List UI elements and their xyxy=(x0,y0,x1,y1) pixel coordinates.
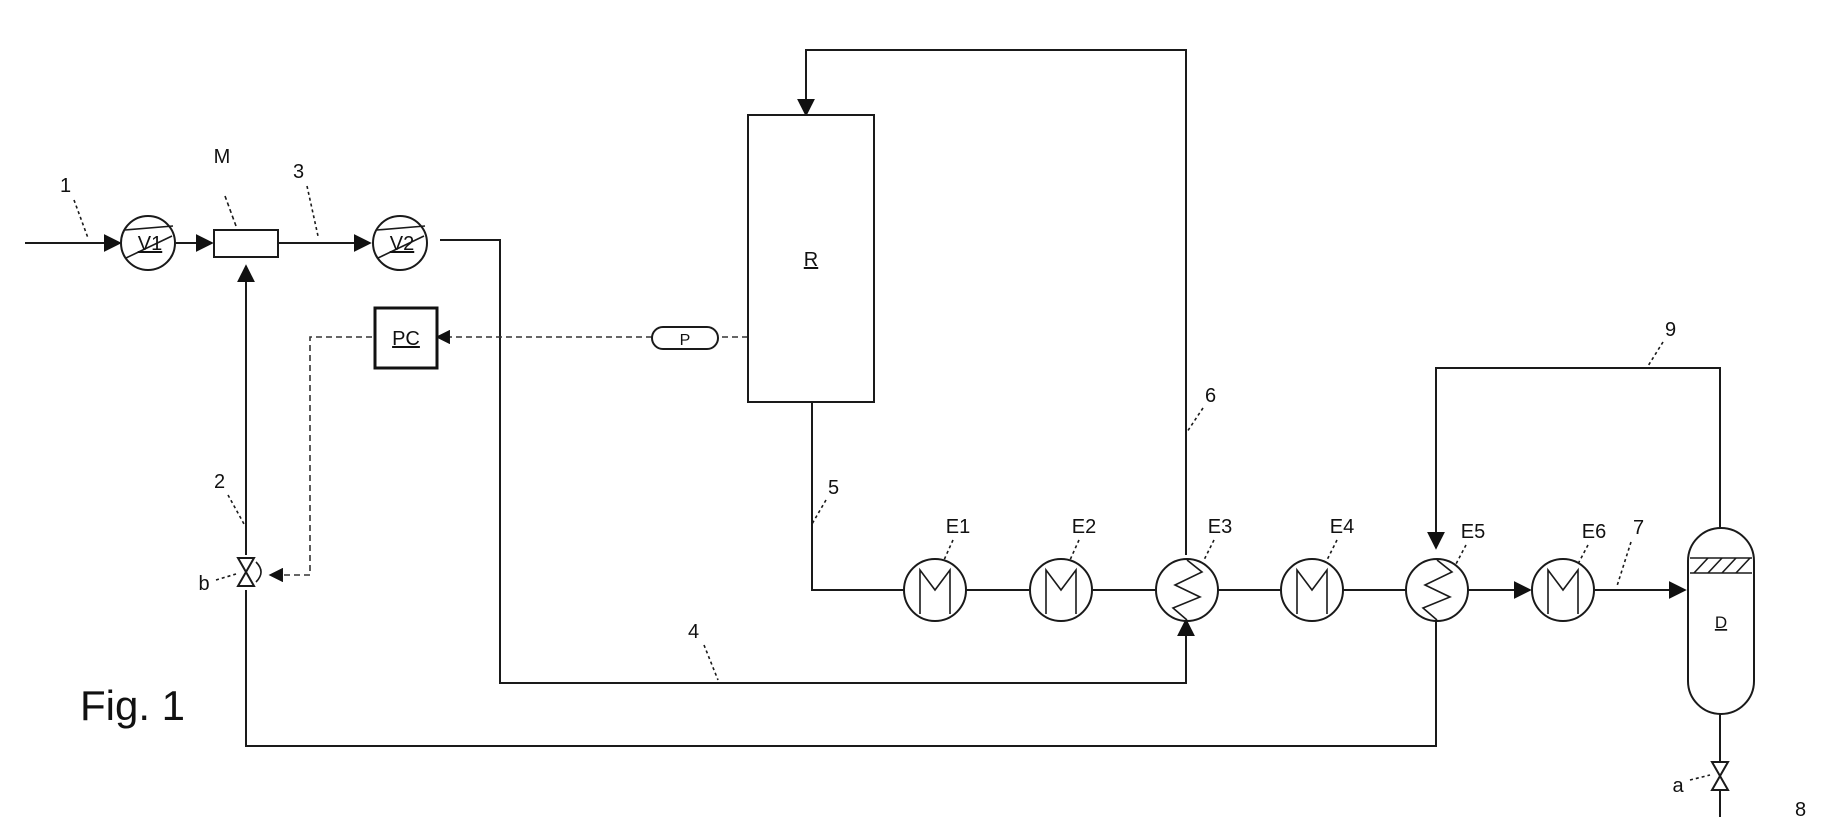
stream-5-line xyxy=(812,402,904,590)
signal-to-valve-line xyxy=(270,337,372,575)
exchanger-e4: E4 xyxy=(1281,516,1354,621)
valve-b: b xyxy=(198,558,261,595)
exchanger-e5: E5 xyxy=(1406,521,1485,621)
pressure-sensor: P xyxy=(652,327,718,349)
exchanger-e2: E2 xyxy=(1030,516,1096,621)
e6-label: E6 xyxy=(1582,521,1606,543)
stream-6-label: 6 xyxy=(1205,385,1216,407)
control-lines xyxy=(270,337,748,575)
stream-7-label: 7 xyxy=(1633,517,1644,539)
stream-9-label: 9 xyxy=(1665,319,1676,341)
sensor-label: P xyxy=(680,332,691,349)
v2-label: V2 xyxy=(390,233,414,255)
stream-5-label: 5 xyxy=(828,477,839,499)
separator-vessel: D xyxy=(1688,528,1754,714)
valve-a-label: a xyxy=(1672,775,1684,797)
compressor-v1: V1 xyxy=(121,216,175,270)
stream-2-label: 2 xyxy=(214,471,225,493)
stream-3-label: 3 xyxy=(293,161,304,183)
stream-labels: 1 2 3 4 5 6 7 8 9 xyxy=(60,161,1806,817)
e3-label: E3 xyxy=(1208,516,1232,538)
e2-label: E2 xyxy=(1072,516,1096,538)
mixer-leader xyxy=(225,196,236,226)
mixer: M xyxy=(214,146,278,257)
mixer-label: M xyxy=(214,146,231,168)
valve-b-label: b xyxy=(198,573,209,595)
e1-label: E1 xyxy=(946,516,970,538)
stream-4-label: 4 xyxy=(688,621,699,643)
v1-label: V1 xyxy=(138,233,162,255)
separator-label: D xyxy=(1715,613,1727,632)
exchanger-e1: E1 xyxy=(904,516,970,621)
stream-1-label: 1 xyxy=(60,175,71,197)
reactor-label: R xyxy=(804,249,818,271)
e5-label: E5 xyxy=(1461,521,1485,543)
exchanger-e6: E6 xyxy=(1532,521,1606,621)
exchanger-e3: E3 xyxy=(1156,516,1232,621)
pc-label: PC xyxy=(392,328,420,350)
compressor-v2: V2 xyxy=(373,216,427,270)
stream-8-label: 8 xyxy=(1795,799,1806,817)
recycle-line xyxy=(246,590,1436,746)
reactor: R xyxy=(748,115,874,402)
figure-caption: Fig. 1 xyxy=(80,682,185,729)
e4-label: E4 xyxy=(1330,516,1354,538)
pressure-controller: PC xyxy=(375,308,437,368)
